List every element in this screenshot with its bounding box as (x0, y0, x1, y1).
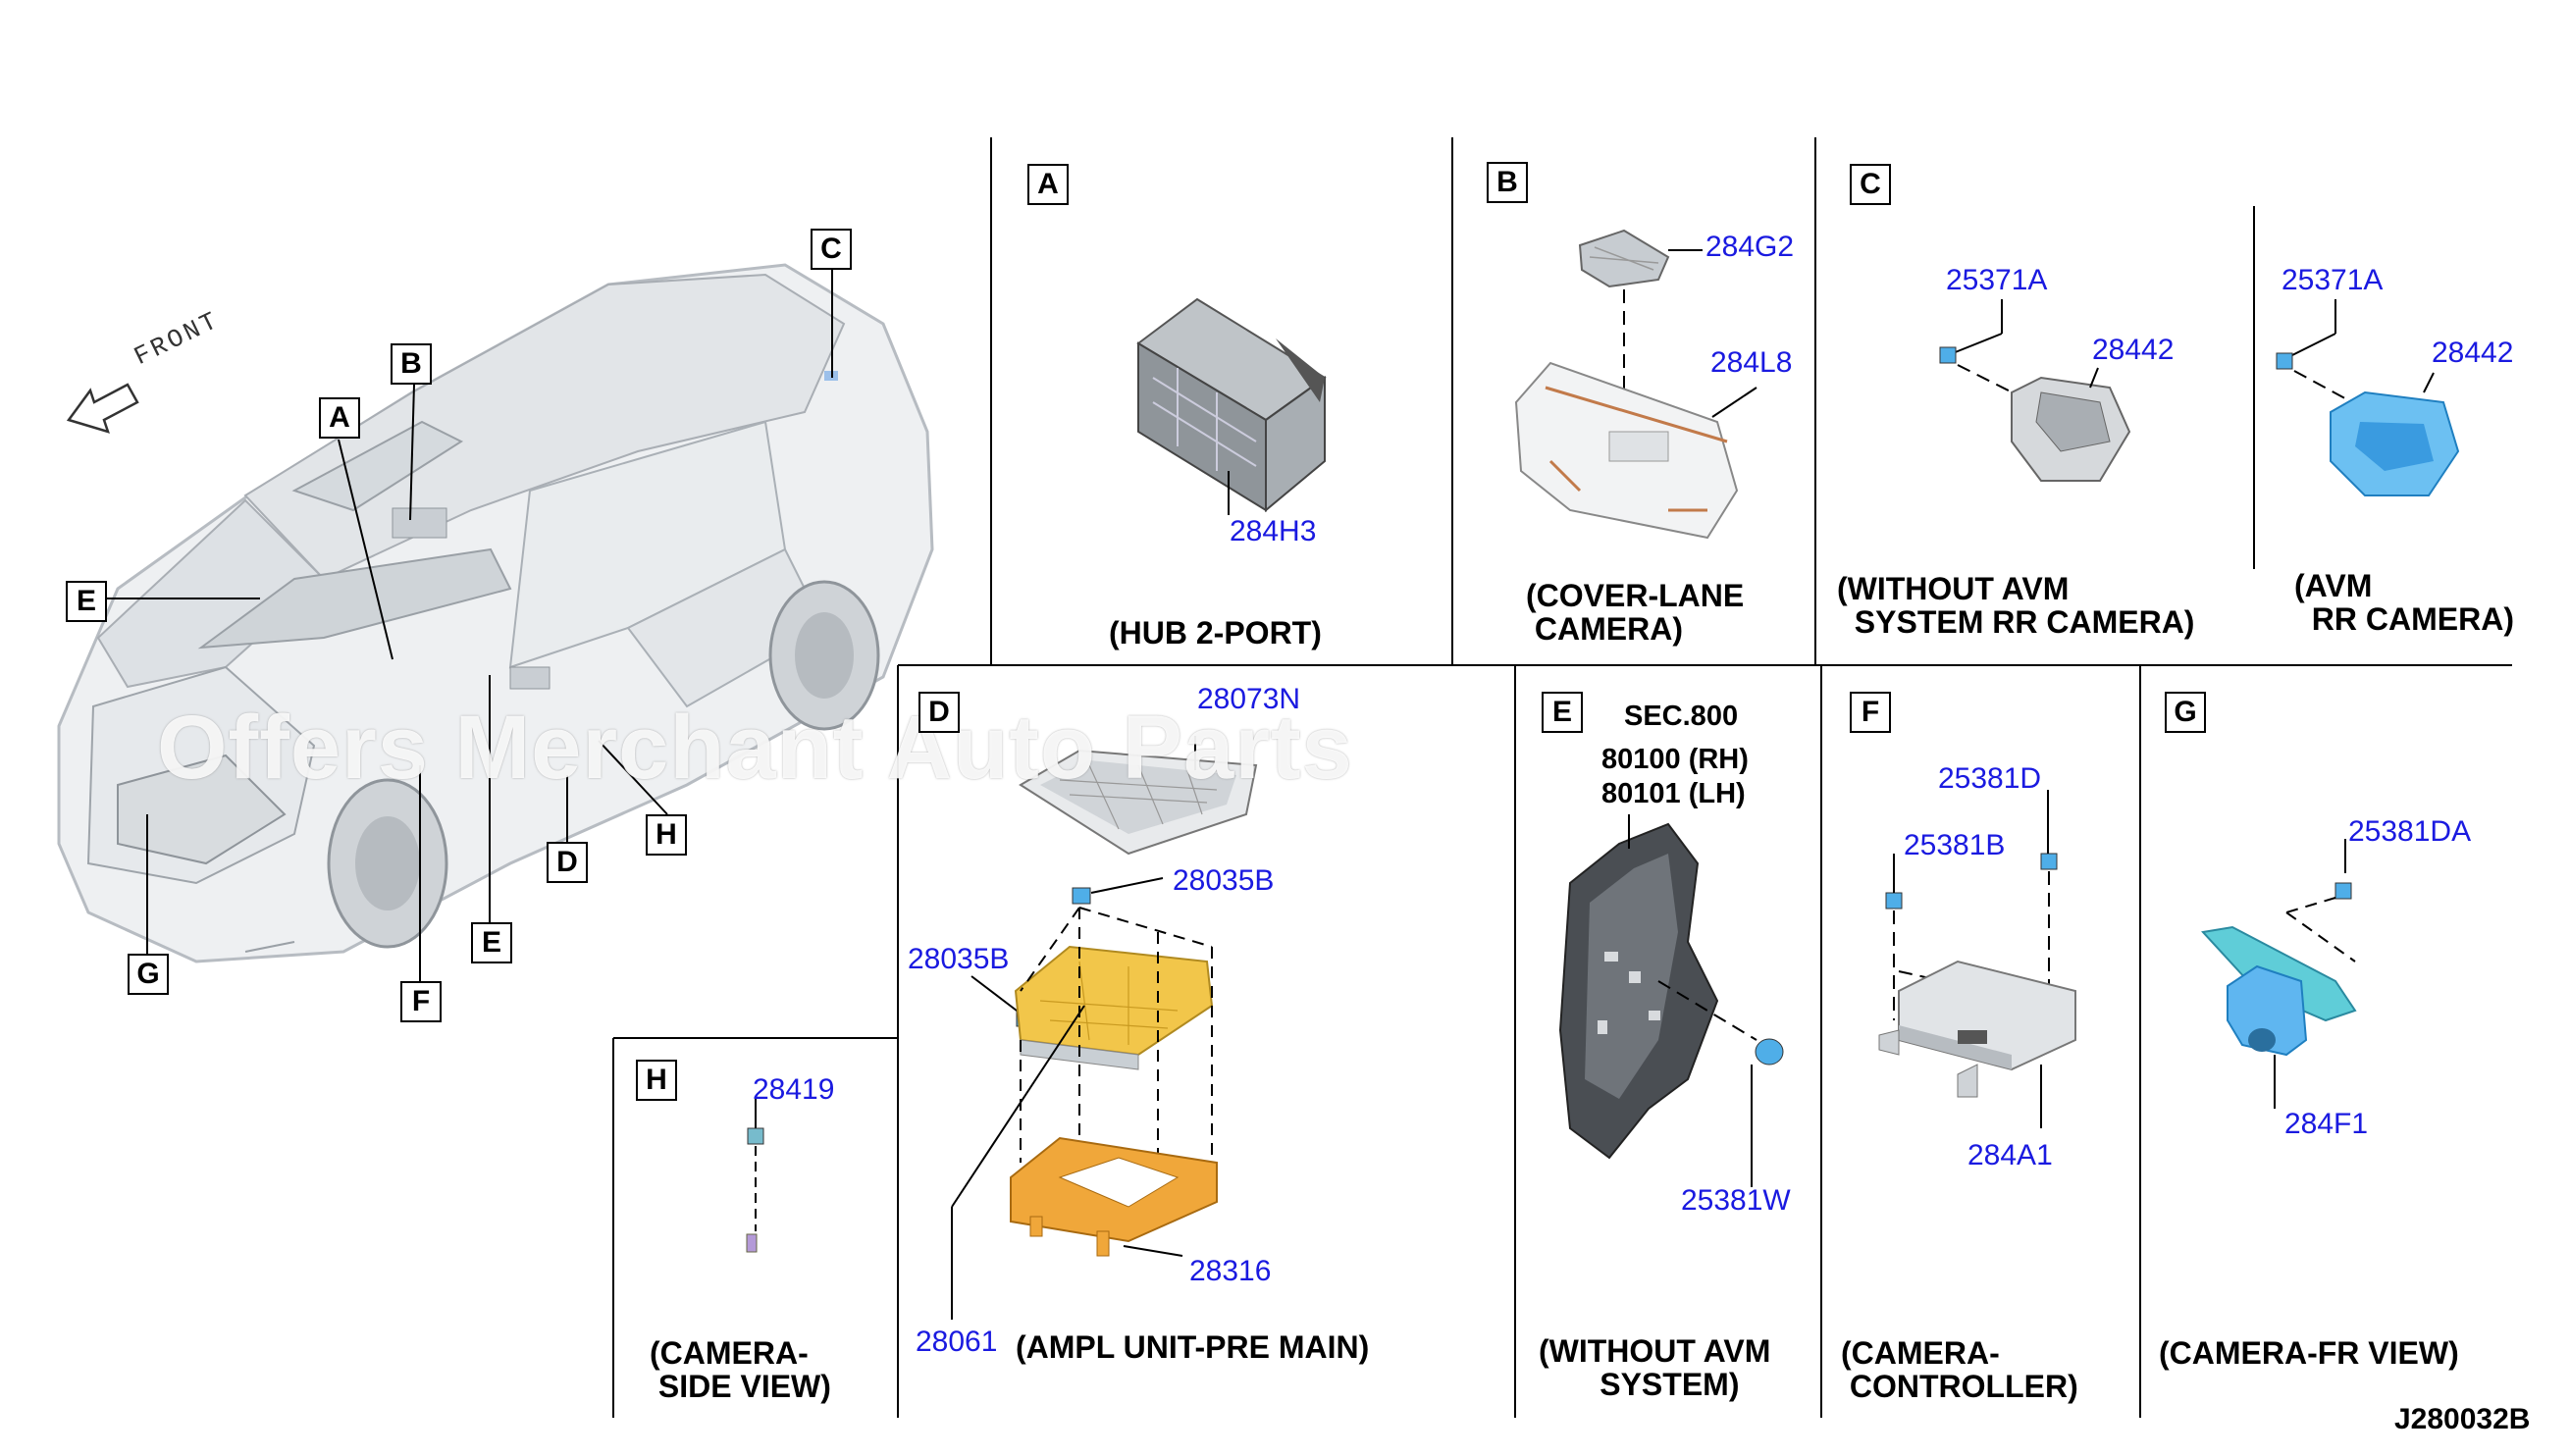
section-d-label: D (918, 692, 960, 733)
section-g-label: G (2165, 692, 2206, 733)
vehicle-callout-b: B (391, 343, 432, 385)
fr-view-camera-part (2201, 839, 2357, 1109)
lane-camera-cover-part (1514, 229, 1757, 540)
part-number-25381b: 25381B (1904, 829, 2006, 861)
sec-reference-rh: 80100 (RH) (1601, 744, 1749, 775)
caption-without-avm-rr-camera: (WITHOUT AVM SYSTEM RR CAMERA) (1837, 571, 2195, 640)
part-number-28035b-lower: 28035B (908, 943, 1010, 975)
rr-camera-avm-part (2276, 299, 2460, 496)
front-arrow-icon (66, 383, 139, 434)
side-view-camera-part (746, 1099, 764, 1253)
sec-reference-label: SEC.800 (1624, 701, 1739, 732)
rr-camera-without-avm-part (1939, 299, 2131, 482)
section-h-label: H (636, 1060, 677, 1101)
hub-2port-part (1136, 297, 1327, 515)
part-number-28419: 28419 (753, 1073, 835, 1106)
drawing-code: J280032B (2394, 1403, 2531, 1435)
section-a-label: A (1027, 164, 1069, 205)
sec-reference-lh: 80101 (LH) (1601, 778, 1746, 809)
part-number-25371a: 25371A (1946, 264, 2048, 296)
section-f-label: F (1850, 692, 1891, 733)
part-number-25381w: 25381W (1681, 1184, 1791, 1217)
vehicle-callout-h: H (646, 814, 687, 856)
part-number-284a1: 284A1 (1967, 1139, 2053, 1171)
caption-camera-side-view: (CAMERA- SIDE VIEW) (650, 1335, 831, 1404)
vehicle-callout-c: C (811, 229, 852, 270)
vehicle-callout-f: F (400, 981, 442, 1022)
ampl-unit-part (951, 736, 1258, 1320)
section-e-label: E (1542, 692, 1583, 733)
part-number-28316: 28316 (1189, 1255, 1272, 1287)
vehicle-illustration (57, 263, 934, 963)
vehicle-callout-a: A (319, 397, 360, 439)
part-number-28442: 28442 (2092, 334, 2175, 366)
caption-cover-lane-camera: (COVER-LANE CAMERA) (1526, 578, 1745, 647)
part-number-25381da: 25381DA (2348, 815, 2472, 848)
caption-without-avm-system: (WITHOUT AVM SYSTEM) (1539, 1333, 1771, 1402)
panel-grid (612, 137, 2512, 1418)
part-number-25371a-avm: 25371A (2282, 264, 2384, 296)
section-b-label: B (1487, 162, 1528, 203)
vehicle-callout-e-side: E (471, 922, 512, 963)
camera-controller-part (1878, 790, 2076, 1128)
vehicle-callout-g: G (128, 954, 169, 995)
part-number-28073n: 28073N (1197, 683, 1301, 715)
vehicle-callout-e-front: E (66, 581, 107, 622)
part-number-284f1: 284F1 (2284, 1108, 2369, 1140)
part-number-284h3: 284H3 (1230, 515, 1317, 547)
vehicle-leader-lines (86, 269, 833, 993)
body-panel-part (1558, 814, 1784, 1187)
part-number-284g2: 284G2 (1705, 231, 1795, 263)
caption-hub-2port: (HUB 2-PORT) (1109, 615, 1322, 650)
part-number-28035b-upper: 28035B (1173, 864, 1275, 897)
watermark: Offers Merchant Auto Parts (157, 698, 1353, 798)
part-number-284l8: 284L8 (1710, 346, 1793, 379)
caption-avm-rr-camera: (AVM RR CAMERA) (2294, 568, 2514, 637)
part-number-25381d: 25381D (1938, 762, 2042, 795)
vehicle-callout-d: D (547, 842, 588, 883)
caption-ampl-unit-pre-main: (AMPL UNIT-PRE MAIN) (1016, 1329, 1370, 1365)
section-c-label: C (1850, 164, 1891, 205)
part-number-28061: 28061 (916, 1326, 998, 1358)
caption-camera-controller: (CAMERA- CONTROLLER) (1841, 1335, 2078, 1404)
caption-camera-fr-view: (CAMERA-FR VIEW) (2159, 1335, 2459, 1371)
part-number-28442-avm: 28442 (2432, 337, 2514, 369)
